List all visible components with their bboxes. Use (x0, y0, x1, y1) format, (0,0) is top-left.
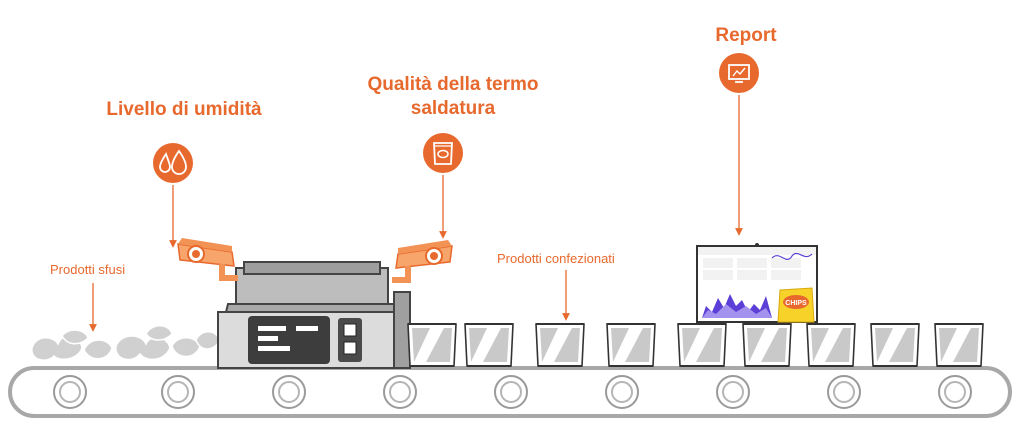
arrows (89, 95, 743, 332)
conveyor-roller (272, 375, 306, 409)
monitor-chart-icon (719, 53, 759, 93)
seal-quality-label-line1: Qualità della termo (367, 74, 539, 95)
chips-bag-text: CHIPS (785, 300, 807, 307)
conveyor-roller (494, 375, 528, 409)
humidity-label: Livello di umidità (106, 99, 262, 120)
seal-quality-label: Qualità della termo saldatura (346, 73, 560, 121)
packaging-machine (217, 261, 411, 369)
package-item (870, 323, 920, 367)
seal-quality-label-line2: saldatura (410, 98, 496, 119)
bulk-products (31, 325, 221, 361)
package-item (407, 323, 457, 367)
report-label: Report (715, 25, 777, 46)
water-drops-icon (153, 143, 193, 183)
conveyor-roller (716, 375, 750, 409)
package-item (535, 323, 585, 367)
package-item (464, 323, 514, 367)
package-item (742, 323, 792, 367)
bulk-products-label: Prodotti sfusi (50, 262, 126, 277)
package-item (934, 323, 984, 367)
report-dashboard: CHIPS (696, 243, 818, 323)
security-camera-icon (178, 238, 238, 278)
conveyor-roller (938, 375, 972, 409)
security-camera-icon (392, 240, 452, 280)
conveyor-roller (53, 375, 87, 409)
package-item (606, 323, 656, 367)
packaged-products-label: Prodotti confezionati (497, 251, 615, 266)
chips-bag-icon (423, 133, 463, 173)
package-item (677, 323, 727, 367)
conveyor-belt (8, 366, 1012, 418)
conveyor-roller (605, 375, 639, 409)
chips-bag-product: CHIPS (777, 287, 815, 323)
conveyor-roller (161, 375, 195, 409)
packaged-products (407, 323, 984, 367)
conveyor-roller (827, 375, 861, 409)
conveyor-roller (383, 375, 417, 409)
package-item (806, 323, 856, 367)
